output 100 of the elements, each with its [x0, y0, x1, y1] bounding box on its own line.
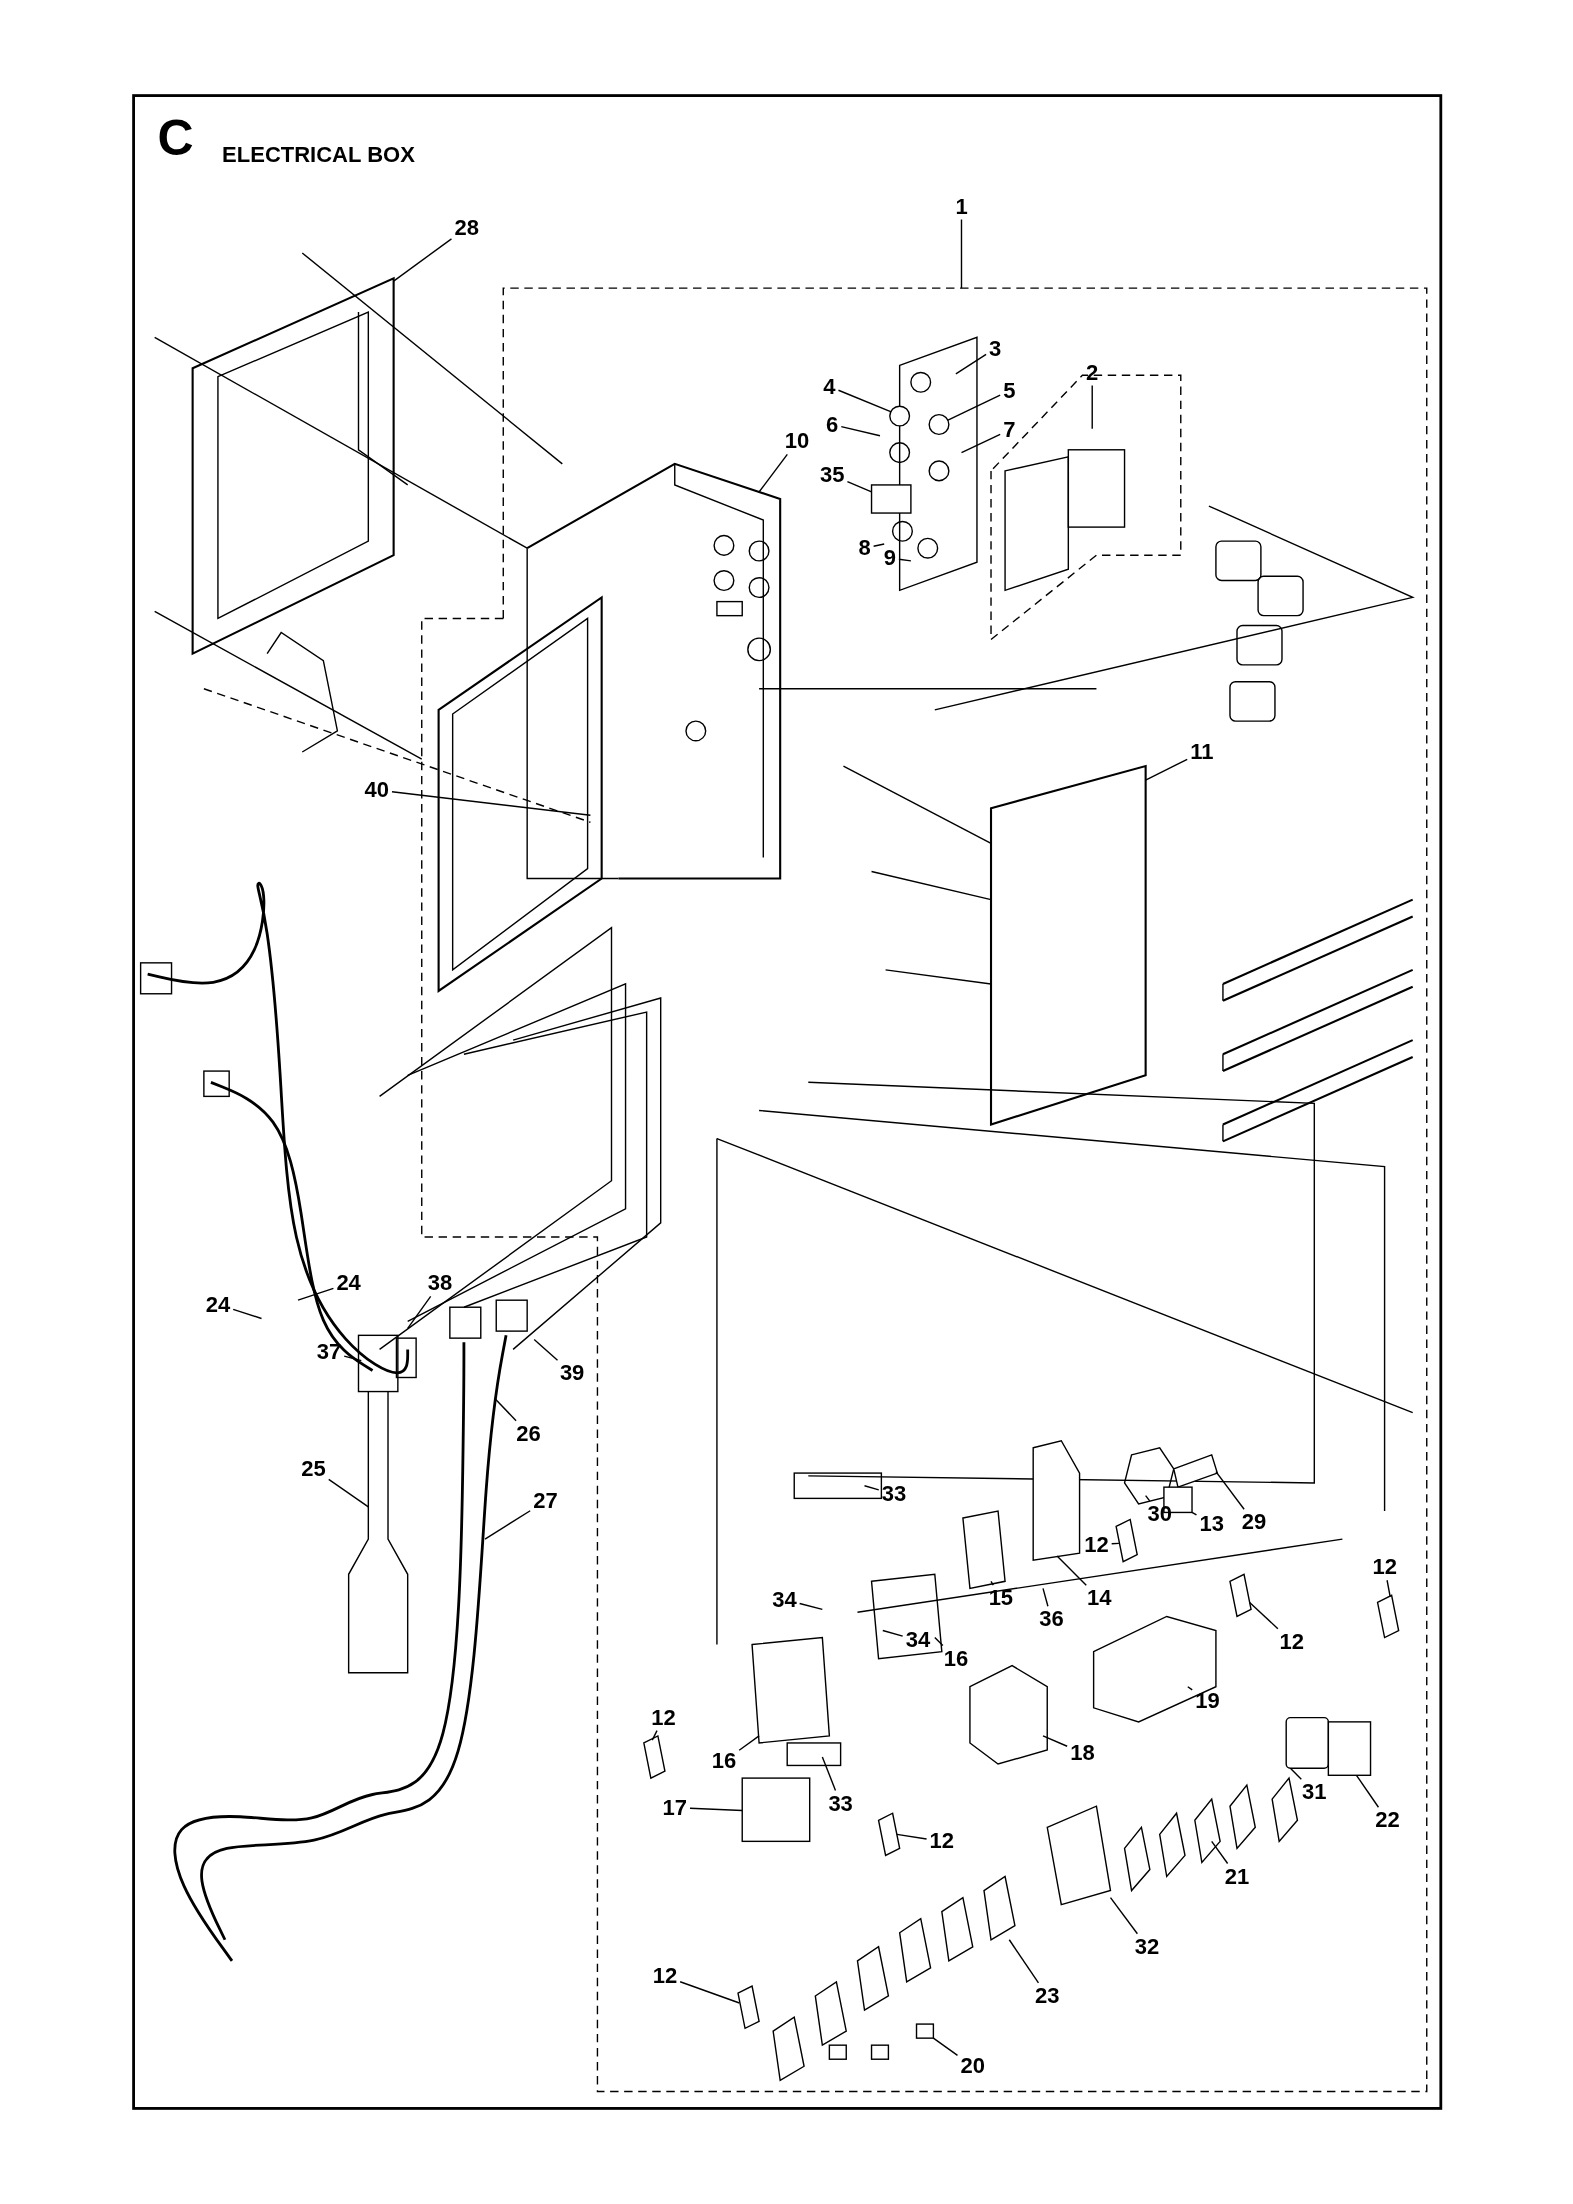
leader-line: [898, 558, 912, 562]
callout-number: 5: [1003, 378, 1016, 403]
callout-number: 33: [881, 1482, 907, 1507]
leader-line: [651, 1729, 658, 1741]
callout-number: 23: [1035, 1984, 1060, 2009]
callout-number: 1: [955, 194, 968, 219]
terminal-block: [1327, 1721, 1372, 1776]
leader-line: [407, 1295, 432, 1329]
leader-line: [955, 353, 987, 375]
relay-block: [870, 484, 912, 514]
leader-line: [1355, 1774, 1380, 1808]
callout-number: 11: [1190, 740, 1214, 765]
end-bracket: [643, 1734, 666, 1780]
leader-line: [533, 1338, 559, 1361]
callout-number: 16: [943, 1646, 969, 1671]
end-bracket: [1115, 1518, 1138, 1563]
leader-line: [896, 1833, 928, 1840]
leader-line: [1042, 1587, 1049, 1607]
callout-number: 34: [905, 1628, 931, 1653]
callout-number: 24: [336, 1271, 361, 1296]
leader-line: [1248, 1601, 1279, 1630]
callout-number: 33: [828, 1791, 853, 1816]
callout-number: 16: [711, 1749, 737, 1774]
leader-line: [1211, 1840, 1229, 1865]
relay-socket: [1172, 1453, 1219, 1489]
leader-line: [960, 218, 963, 289]
callout-number: 35: [819, 463, 845, 488]
callout-number: 39: [559, 1361, 585, 1386]
leader-line: [297, 1287, 335, 1301]
leader-line: [1091, 384, 1093, 430]
leader-line: [1289, 1767, 1302, 1780]
leader-line: [232, 1308, 263, 1320]
callout-number: 32: [1134, 1934, 1160, 1959]
callout-number: 29: [1241, 1510, 1267, 1535]
leader-line: [1191, 1511, 1198, 1516]
indicator-light: [889, 405, 911, 427]
callout-number: 37: [316, 1340, 342, 1365]
callout-number: 6: [826, 412, 839, 437]
leader-line: [1008, 1939, 1040, 1984]
leader-line: [1109, 1896, 1139, 1935]
leader-line: [391, 791, 592, 816]
contactor: [741, 1777, 811, 1843]
leader-line: [328, 1478, 370, 1508]
leader-line: [798, 1602, 824, 1611]
leader-line: [1386, 1579, 1391, 1598]
leader-line: [494, 1397, 517, 1422]
callout-number: 25: [301, 1456, 326, 1481]
leader-line: [738, 1735, 760, 1751]
callout-number: 14: [1087, 1586, 1112, 1611]
leader-line: [946, 394, 1001, 421]
leader-line: [1110, 1542, 1120, 1545]
callout-number: 12: [652, 1964, 678, 1989]
leader-line: [1187, 1686, 1193, 1691]
callout-number: 3: [989, 336, 1002, 361]
callout-number: 12: [1084, 1532, 1109, 1557]
leader-line: [837, 389, 892, 413]
leader-line: [934, 1636, 944, 1647]
end-bracket: [737, 1985, 760, 2030]
callout-number: 22: [1375, 1808, 1400, 1833]
leader-line: [392, 238, 453, 282]
leader-line: [1215, 1470, 1245, 1510]
callout-number: 12: [1372, 1555, 1397, 1580]
callout-number: 30: [1147, 1501, 1172, 1526]
leader-line: [758, 453, 788, 493]
indicator-light: [928, 413, 950, 436]
callout-number: 13: [1199, 1511, 1224, 1536]
callout-number: 28: [454, 215, 479, 240]
callout-number: 38: [427, 1271, 453, 1296]
leader-line: [960, 433, 1001, 454]
callout-number: 4: [823, 374, 836, 399]
leader-line: [1056, 1555, 1087, 1586]
end-bracket: [1229, 1573, 1252, 1618]
terminal-block: [1032, 1439, 1081, 1562]
leader-line: [882, 1629, 904, 1637]
callout-number: 8: [858, 536, 871, 561]
leader-line: [679, 1981, 741, 2004]
callout-number: 15: [988, 1586, 1014, 1611]
callout-number: 17: [662, 1795, 687, 1820]
callout-number: 40: [364, 778, 389, 802]
callout-number: 21: [1224, 1864, 1250, 1889]
callout-number: 20: [960, 2054, 985, 2079]
callout-number: 12: [929, 1829, 955, 1854]
leader-line: [689, 1807, 743, 1812]
callout-number: 18: [1070, 1740, 1095, 1765]
leader-line: [990, 1580, 994, 1586]
callout-number: 10: [784, 429, 810, 454]
leader-line: [840, 425, 881, 437]
callout-number: 7: [1003, 418, 1016, 443]
callout-number: 36: [1039, 1607, 1064, 1632]
end-bracket: [877, 1812, 901, 1857]
leader-line: [1144, 758, 1188, 781]
end-bracket: [1376, 1594, 1400, 1639]
callout-number: 34: [772, 1587, 797, 1612]
leader-line: [1042, 1735, 1068, 1747]
leader-line: [872, 543, 885, 547]
callout-number: 24: [205, 1292, 231, 1317]
section-letter: C: [157, 112, 194, 165]
leader-line: [932, 2037, 959, 2057]
leader-line: [846, 480, 873, 493]
callout-number: 19: [1195, 1688, 1220, 1713]
